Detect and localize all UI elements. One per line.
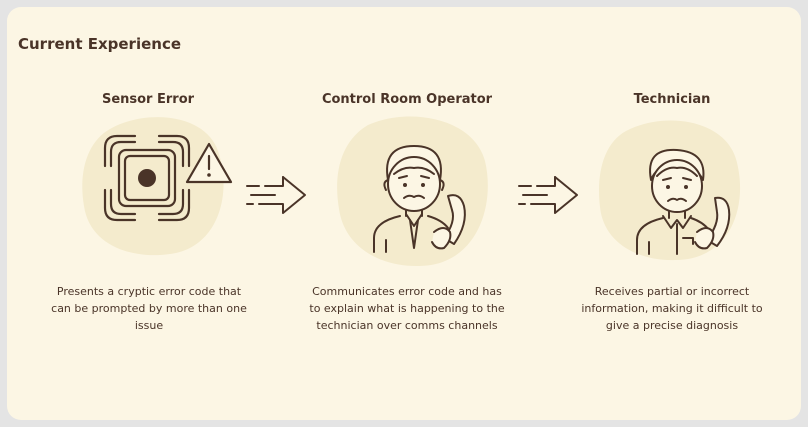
- section-title: Current Experience: [18, 35, 182, 53]
- step-title-operator: Control Room Operator: [321, 92, 493, 107]
- sensor-error-icon: [103, 134, 233, 222]
- arrow-right-icon: [246, 176, 306, 214]
- operator-on-phone-icon: [373, 145, 466, 253]
- step-desc-technician: Receives partial or incorrect informatio…: [581, 285, 763, 332]
- arrow-right-icon: [518, 176, 578, 214]
- step-title-sensor-error: Sensor Error: [101, 92, 195, 107]
- current-experience-card: Current Experience Sensor Error Presents…: [7, 7, 801, 420]
- step-title-technician: Technician: [633, 92, 711, 107]
- step-desc-operator: Communicates error code and has to expla…: [309, 285, 505, 332]
- step-desc-sensor-error: Presents a cryptic error code that can b…: [51, 285, 247, 332]
- technician-on-phone-icon: [636, 148, 731, 255]
